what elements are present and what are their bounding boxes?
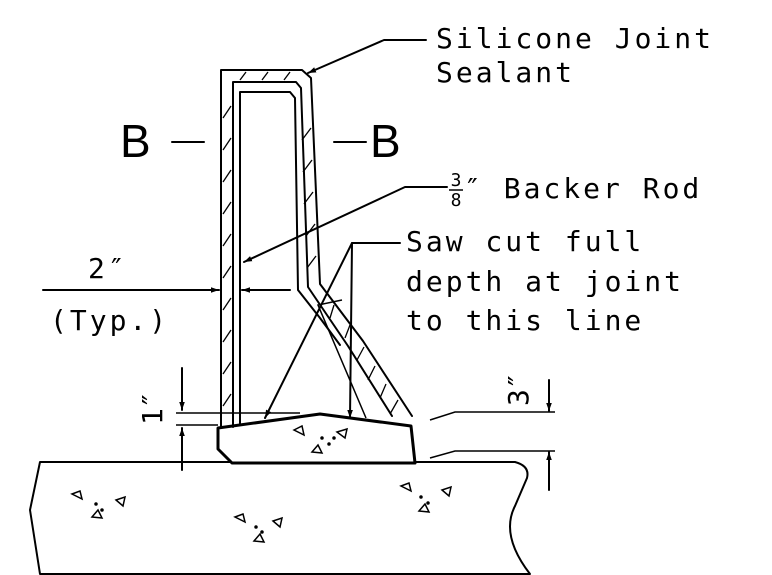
backer-rod-text: ″ Backer Rod (464, 172, 702, 205)
joint-sealant (220, 69, 413, 429)
aggregate-marks (70, 424, 453, 543)
upper-slab (216, 412, 417, 465)
dimension-3in (429, 379, 555, 491)
section-letter-right: B (370, 115, 401, 167)
base-slab (29, 461, 531, 575)
leader-lines (243, 39, 448, 419)
backer-rod (239, 91, 341, 426)
dim-left-label: 1″ (136, 391, 169, 425)
backer-fraction-denominator: 8 (451, 190, 462, 211)
sealant-label-line2: Sealant (436, 56, 575, 89)
section-letter-left: B (120, 115, 151, 167)
sealant-label-line1: Silicone Joint (436, 22, 714, 55)
section-marker-left: B (120, 115, 205, 167)
backer-rod-label: 3 8 ″ Backer Rod (449, 170, 702, 211)
dim-right-label: 3″ (502, 372, 535, 406)
sawcut-label-line3: to this line (406, 304, 644, 337)
sawcut-label-line1: Saw cut full (406, 225, 644, 258)
dimension-1in (176, 367, 300, 471)
dim-width-note: (Typ.) (50, 304, 169, 337)
sawcut-label-line2: depth at joint (406, 265, 684, 298)
dim-width-label: 2″ (88, 252, 128, 285)
backer-fraction-numerator: 3 (451, 170, 462, 191)
section-marker-right: B (333, 115, 401, 167)
